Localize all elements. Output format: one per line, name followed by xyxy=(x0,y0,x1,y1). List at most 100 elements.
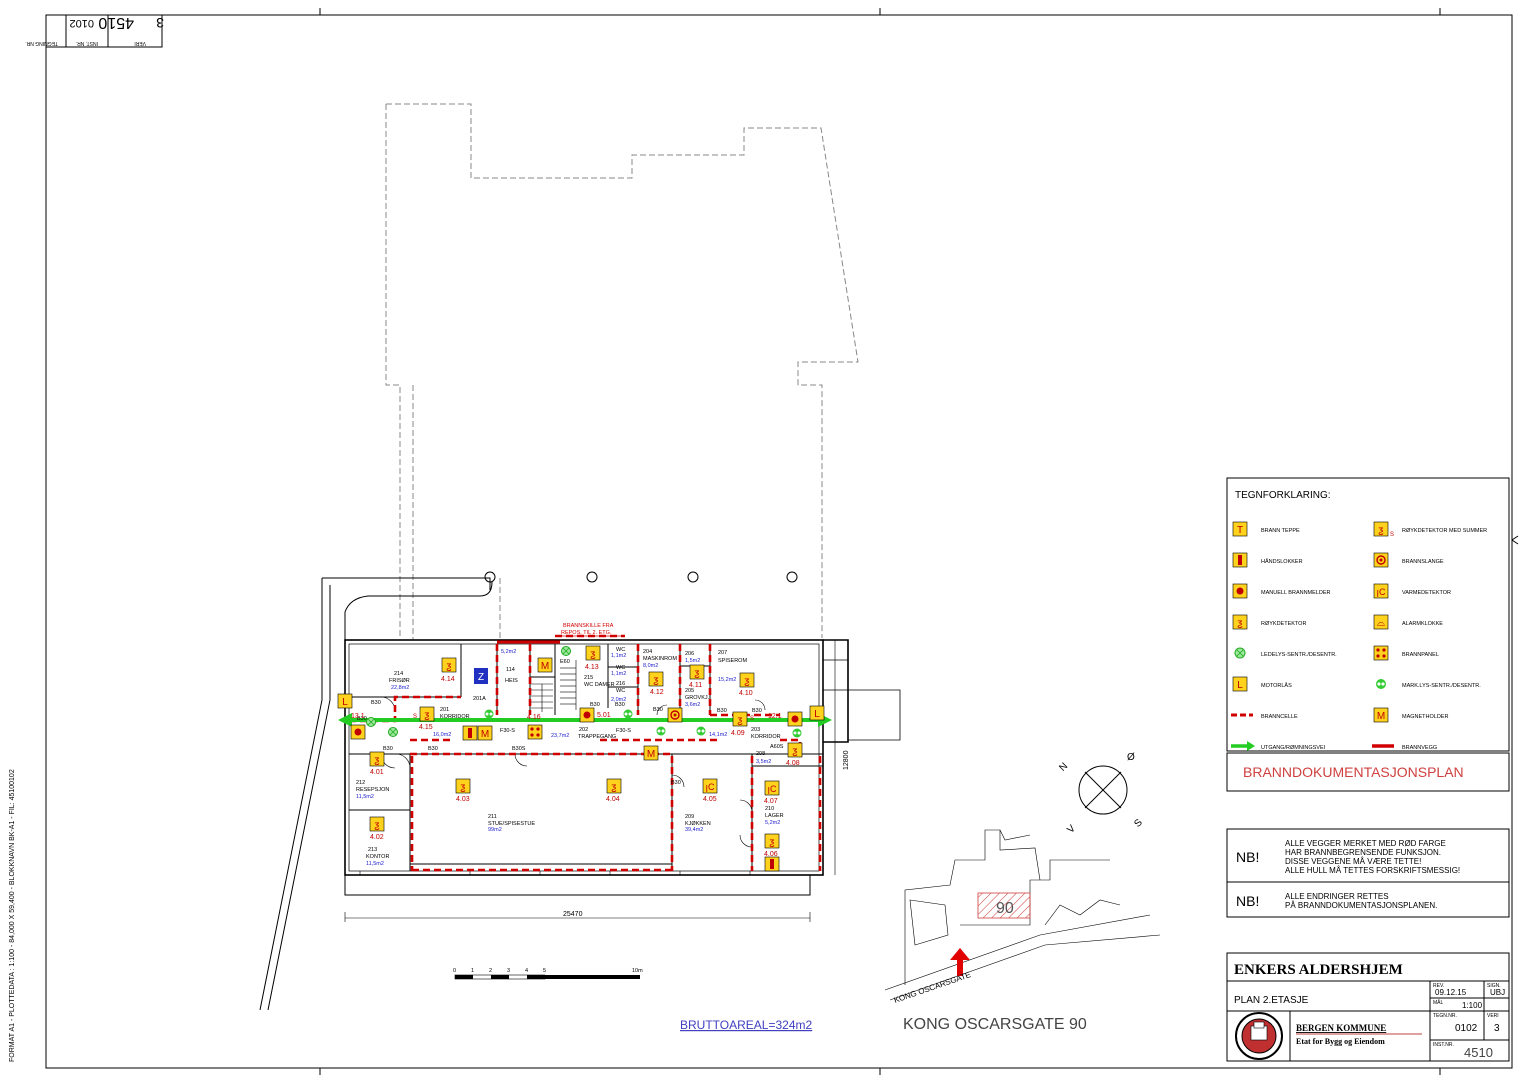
room-wc2-area: 1,1m2 xyxy=(611,671,626,677)
legend-item-fire-cell-line: BRANNCELLE xyxy=(1231,713,1298,720)
device-label-4-03: 4.03 xyxy=(456,796,470,803)
manual-call-point-icon xyxy=(579,707,595,723)
room-212-name: RESEPSJON xyxy=(356,787,389,793)
room-201-area: 16,0m2 xyxy=(433,732,451,738)
smoke-detector-summer-icon: ƺ xyxy=(732,711,748,727)
door-label-f30s-2: F30-S xyxy=(616,728,631,734)
svg-text:ƺ: ƺ xyxy=(737,715,743,726)
gross-area: BRUTTOAREAL=324m2 xyxy=(680,1018,812,1032)
room-labels: 214 FRISØR 22,8m2 114 HEIS 201A 201 KORR… xyxy=(356,647,784,867)
legend-item-label: MOTORLÅS xyxy=(1261,682,1292,689)
room-207-area: 15,2m2 xyxy=(718,677,736,683)
tag-veri-value: 3 xyxy=(156,15,164,31)
svg-text:ƺ: ƺ xyxy=(424,710,430,721)
scale-tick-4: 4 xyxy=(525,968,528,974)
scale-tick-0: 0 xyxy=(453,968,456,974)
device-label-5-01: 5.01 xyxy=(597,712,611,719)
window-marks xyxy=(359,871,751,875)
marker-light-icon xyxy=(484,709,494,719)
device-label-4-11: 4.11 xyxy=(689,682,702,689)
smoke-detector-icon: ƺ xyxy=(648,671,664,687)
device-label-13-1: 13.1 xyxy=(351,713,365,720)
owner-name: BERGEN KOMMUNE xyxy=(1296,1023,1386,1033)
svg-text:ƺ: ƺ xyxy=(460,782,466,793)
fire-extinguisher-icon xyxy=(764,856,780,872)
scale-tick-1: 1 xyxy=(471,968,474,974)
svg-text:ꞁC: ꞁC xyxy=(768,784,778,794)
columns xyxy=(484,571,798,583)
door-label-b30-8: B30 xyxy=(671,780,681,786)
smoke-detector-icon: ƺ xyxy=(369,816,385,832)
device-label-4-08: 4.08 xyxy=(786,760,800,767)
magnet-holder-icon: M xyxy=(1373,707,1389,723)
room-216-no: 216 xyxy=(616,681,625,687)
svg-text:ƺ: ƺ xyxy=(769,837,775,848)
manual-call-point-icon xyxy=(1232,583,1248,599)
svg-text:ƺ: ƺ xyxy=(792,746,798,757)
tag-inst-value: 4510 xyxy=(98,14,134,31)
scale-tick-5: 5 xyxy=(543,968,546,974)
compass-south: S xyxy=(1132,817,1145,830)
marker-light-icon xyxy=(696,726,706,736)
note-1-line-1: ALLE VEGGER MERKET MED RØD FARGE xyxy=(1285,839,1446,848)
room-205-no: 205 xyxy=(685,688,694,694)
site-map: 90 KONG OSCARSGATE KONG OSCARSGATE 90 xyxy=(884,829,1161,1033)
tegn-label: TEGN.NR. xyxy=(1433,1013,1457,1019)
room-202-no: 202 xyxy=(579,727,588,733)
fire-hose-icon xyxy=(667,707,683,723)
tag-inst-label: INST. NR. xyxy=(76,40,98,46)
svg-text:L: L xyxy=(814,709,820,720)
room-214-area: 22,8m2 xyxy=(391,685,409,691)
room-wc1-name: WC xyxy=(616,647,625,653)
legend-item-label: RØYKDETEKTOR MED SUMMER xyxy=(1402,528,1487,534)
legend-item-fire-panel: BRANNPANEL xyxy=(1373,645,1439,661)
svg-text:T: T xyxy=(1237,525,1243,536)
svg-text:ƺ: ƺ xyxy=(1237,618,1243,629)
door-label-b30-9: B30 xyxy=(717,708,727,714)
svg-text:⌓: ⌓ xyxy=(1377,618,1385,629)
device-label-4-01: 4.01 xyxy=(370,769,384,776)
marker-light-icon xyxy=(792,728,802,738)
device-label-4-10: 4.10 xyxy=(739,690,753,697)
rev-value: 09.12.15 xyxy=(1435,988,1467,997)
magnet-holder-icon: M xyxy=(537,657,553,673)
room-211-area: 99m2 xyxy=(488,827,502,833)
branskille-line-1: BRANNSKILLE FRA xyxy=(563,623,614,629)
note-1-line-2: HAR BRANNBEGRENSENDE FUNKSJON. xyxy=(1285,848,1441,857)
device-label-4-06: 4.06 xyxy=(764,851,778,858)
room-205-name: GROVKJ. xyxy=(685,695,710,701)
room-203-no: 203 xyxy=(751,727,760,733)
legend-item-fire-wall-line: BRANNVEGG xyxy=(1372,744,1437,751)
tag-tegning-value: 0102 xyxy=(70,17,94,29)
legend-item-label: RØYKDETEKTOR xyxy=(1261,621,1306,627)
door-label-b30-7: B30 xyxy=(752,708,762,714)
legend-item-alarm-bell: ⌓ ALARMKLOKKE xyxy=(1373,614,1443,630)
legend-item-label: ALARMKLOKKE xyxy=(1402,621,1443,627)
device-label-12-1: 12.1 xyxy=(768,713,782,720)
department-name: Etat for Bygg og Eiendom xyxy=(1296,1037,1385,1046)
site-street-label: KONG OSCARSGATE xyxy=(893,970,972,1005)
room-215-name: WC DAMER xyxy=(584,682,615,688)
scale-tick-3: 3 xyxy=(507,968,510,974)
scale-tick-10m: 10m xyxy=(632,968,643,974)
building-outline-ghost xyxy=(385,103,859,640)
branskille-line-2: REPOS. TIL 2. ETG. xyxy=(561,630,612,636)
motor-lock-icon: L xyxy=(337,693,353,709)
legend-item-label: HÅNDSLOKKER xyxy=(1261,558,1303,565)
stairs xyxy=(531,660,577,712)
sign-label: SIGN. xyxy=(1487,983,1501,989)
door-class-labels: B30 B30 B30 B30 B30 B30 B30 B30 B30 B30 … xyxy=(357,659,784,786)
smoke-detector-icon: ƺ xyxy=(441,657,457,673)
sheet-border xyxy=(45,14,1513,1069)
room-201-name: KORRIDOR xyxy=(440,714,470,720)
door-label-b30-1: B30 xyxy=(371,700,381,706)
room-201a-no: 201A xyxy=(473,696,486,702)
room-211-no: 211 xyxy=(488,814,497,820)
door-label-e60: E60 xyxy=(560,659,570,665)
